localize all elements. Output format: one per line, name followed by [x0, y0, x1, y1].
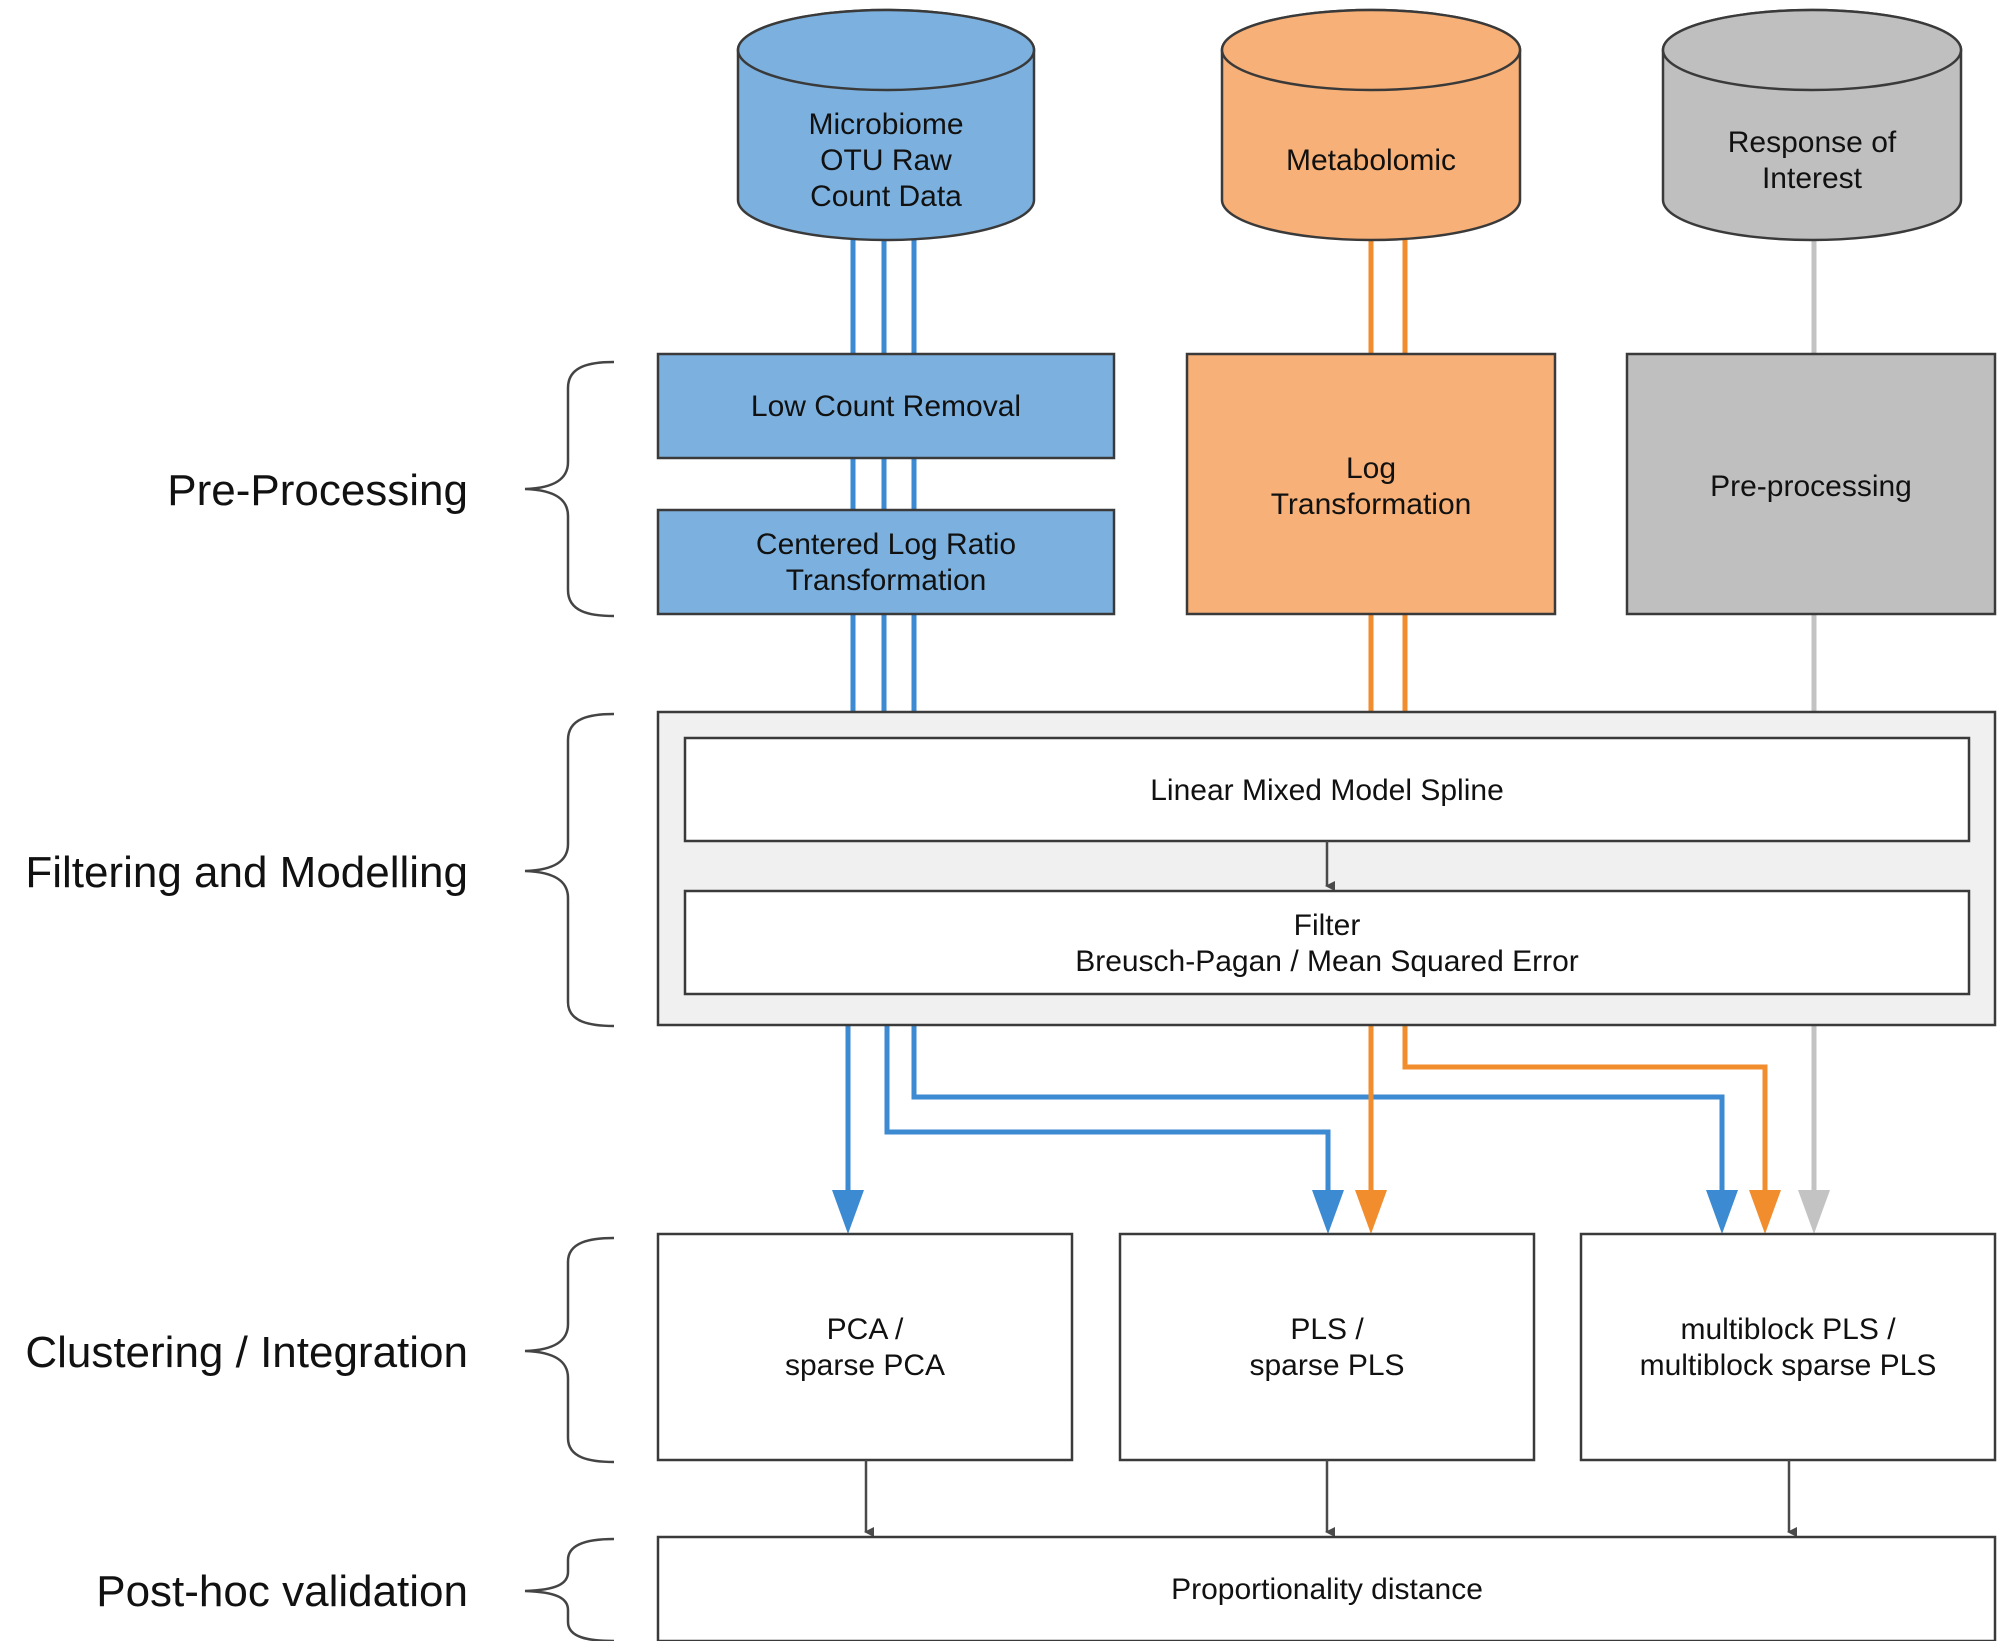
text-line: Transformation	[1271, 488, 1472, 521]
text-line: Filter	[1294, 909, 1361, 942]
text-line: Low Count Removal	[751, 390, 1021, 423]
text-line: Interest	[1762, 162, 1863, 195]
text-line: Microbiome	[808, 108, 963, 141]
text-line: Response of	[1728, 126, 1897, 159]
text-line: PLS /	[1290, 1313, 1364, 1346]
low-count-removal-box: Low Count Removal	[656, 352, 1116, 460]
response-preprocessing-label: Pre-processing	[1710, 470, 1912, 503]
stage-label-clustering: Clustering / Integration	[25, 1328, 468, 1377]
text-line: Centered Log Ratio	[756, 528, 1016, 561]
clustering-brace-icon	[524, 1236, 615, 1464]
metabolomic-data-source: Metabolomic	[1220, 8, 1522, 242]
text-line: sparse PCA	[785, 1349, 945, 1382]
microbiome-cylinder-top	[736, 8, 1036, 92]
proportionality-distance-label: Proportionality distance	[1171, 1573, 1483, 1606]
text-line: Metabolomic	[1286, 144, 1456, 177]
text-line: Proportionality distance	[1171, 1573, 1483, 1606]
text-line: OTU Raw	[820, 144, 952, 177]
response-preprocessing-box: Pre-processing	[1625, 352, 1997, 616]
lmms-label: Linear Mixed Model Spline	[1150, 774, 1504, 807]
text-line: Log	[1346, 452, 1396, 485]
response-cylinder-top	[1661, 8, 1963, 92]
pca-box: PCA /sparse PCA	[656, 1232, 1074, 1462]
pls-metabolomic-arrowhead	[1355, 1190, 1387, 1234]
pls-box: PLS /sparse PLS	[1118, 1232, 1536, 1462]
text-line: Count Data	[810, 180, 962, 213]
text-line: Pre-processing	[1710, 470, 1912, 503]
stage-label-preprocessing: Pre-Processing	[167, 466, 468, 515]
pca-microbiome-arrowhead	[832, 1190, 864, 1234]
stage-label-posthoc: Post-hoc validation	[96, 1567, 468, 1616]
stage-braces	[524, 360, 615, 1641]
metabolomic-cylinder-top	[1220, 8, 1522, 92]
mbpls-microbiome-arrowhead	[1706, 1190, 1738, 1234]
filtering-brace-icon	[524, 712, 615, 1028]
pls-label: PLS /sparse PLS	[1249, 1313, 1404, 1382]
microbiome-to-mbpls-line	[911, 1025, 1725, 1192]
low-count-removal-label: Low Count Removal	[751, 390, 1021, 423]
text-line: PCA /	[827, 1313, 904, 1346]
multiblock-pls-label: multiblock PLS /multiblock sparse PLS	[1640, 1313, 1937, 1382]
preprocessing-brace-icon	[524, 360, 615, 618]
mbpls-metabolomic-arrowhead	[1749, 1190, 1781, 1234]
text-line: Breusch-Pagan / Mean Squared Error	[1075, 945, 1579, 978]
stage-label-filtering: Filtering and Modelling	[25, 848, 468, 897]
text-line: multiblock sparse PLS	[1640, 1349, 1937, 1382]
metabolomic-to-mbpls-line	[1402, 1025, 1768, 1192]
text-line: Linear Mixed Model Spline	[1150, 774, 1504, 807]
text-line: sparse PLS	[1249, 1349, 1404, 1382]
proportionality-distance-box: Proportionality distance	[656, 1535, 1997, 1641]
pca-label: PCA /sparse PCA	[785, 1313, 945, 1382]
pls-microbiome-arrowhead	[1312, 1190, 1344, 1234]
mbpls-response-arrowhead	[1798, 1190, 1830, 1234]
posthoc-brace-icon	[524, 1537, 615, 1641]
text-line: Transformation	[786, 564, 987, 597]
microbiome-to-pls-line	[884, 1025, 1331, 1192]
multiblock-pls-box: multiblock PLS /multiblock sparse PLS	[1579, 1232, 1997, 1462]
text-line: multiblock PLS /	[1680, 1313, 1896, 1346]
metabolomic-source-label: Metabolomic	[1286, 144, 1456, 177]
lmms-box: Linear Mixed Model Spline	[683, 736, 1971, 843]
